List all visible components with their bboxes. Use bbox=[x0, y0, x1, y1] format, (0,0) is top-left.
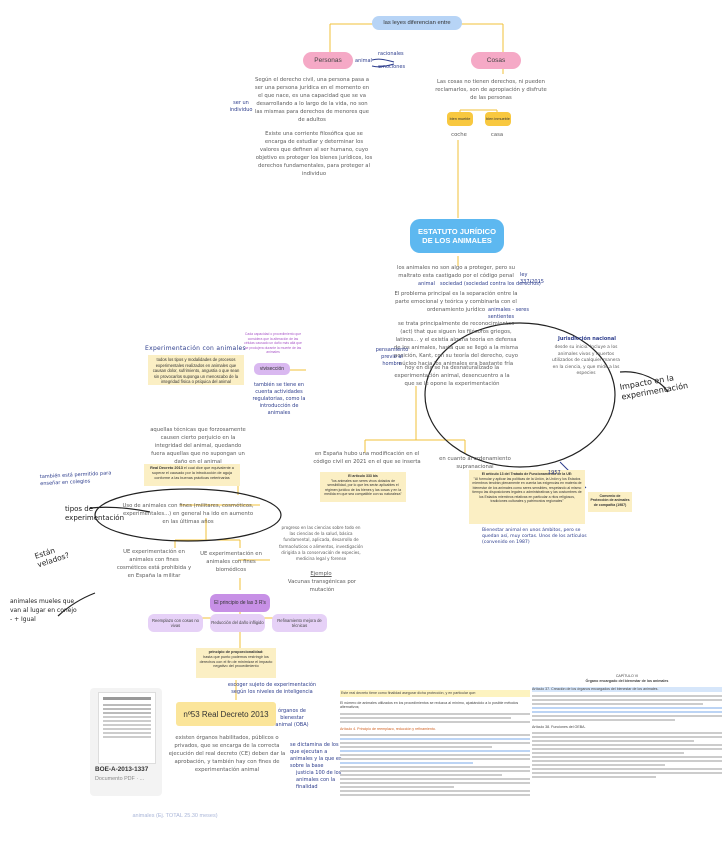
cosas-text: Las cosas no tienen derechos, ni pueden … bbox=[432, 78, 550, 102]
bienestar-text: Bienestar animal en unos ámbitos, pero s… bbox=[482, 528, 597, 546]
boe-document-subtitle: Documento PDF · ... bbox=[95, 776, 144, 782]
animales-muslos-note: animales mueles que van al lugar en cone… bbox=[10, 597, 80, 624]
tfue-note: 1957 bbox=[548, 470, 561, 477]
estatuto-note-society: sociedad (sociedad contra los derechos) bbox=[440, 281, 545, 288]
doc-mid-para2: El número de animales utilizados en los … bbox=[340, 701, 530, 710]
ue-left-text: UE experimentación en animales con fines… bbox=[116, 548, 192, 580]
osa-note: órganos de bienestar animal (OBA) bbox=[274, 708, 310, 729]
experimentacion-box: todos los tipos y modalidades de proceso… bbox=[148, 355, 244, 385]
reemplazo-node: Reemplazo con cosas no vivas bbox=[148, 614, 203, 632]
boe-document-thumbnail bbox=[98, 692, 156, 764]
convenio-box: Convenio de Protección de animales de co… bbox=[588, 492, 632, 512]
escoger-note: escoger sujeto de experimentación según … bbox=[222, 682, 322, 696]
estatuto-node: ESTATUTO JURÍDICO DE LOS ANIMALES bbox=[410, 219, 504, 253]
rd53-node: nº53 Real Decreto 2013 bbox=[176, 702, 276, 726]
doc-right-excerpt: CAPÍTULO VI Órgano encargado del bienest… bbox=[532, 674, 722, 844]
principio-3r-node: El principio de las 3 R's bbox=[210, 594, 270, 612]
jurisdiccion-text: desde su inicio. Incluye a los animales … bbox=[550, 345, 622, 378]
personas-text: Según el derecho civil, una persona pasa… bbox=[252, 76, 372, 124]
bien-inmueble-node: bien inmueble bbox=[485, 112, 511, 126]
tipos-label: tipos de experimentación bbox=[65, 505, 105, 523]
tfue-title: El artículo 13 del Tratado de Funcionami… bbox=[471, 472, 583, 477]
estatuto-text: los animales no son algo a proteger, per… bbox=[392, 264, 520, 280]
desnaturalidad-text: hoy en día se ha desnaturalizado la expe… bbox=[392, 364, 512, 388]
title-node: las leyes diferencian entre bbox=[372, 16, 462, 30]
personas-side-note: ser un individuo bbox=[228, 100, 254, 114]
ordenamiento-text: en cuanto al ordenamiento supranacional bbox=[420, 455, 530, 471]
espana-text: en España hubo una modificación en el có… bbox=[312, 450, 422, 466]
rd-box: Real Decreto 2013 el cual dice que equiv… bbox=[144, 464, 240, 486]
estatuto-note-animal: animal bbox=[418, 281, 435, 288]
problema-note: animales - seres sentientes bbox=[488, 307, 548, 321]
cosas-node: Cosas bbox=[471, 52, 521, 69]
articulo333-text: "los animales son seres vivos dotados de… bbox=[322, 479, 404, 497]
doc-right-art38: Artículo 38. Funciones del OEBA. bbox=[532, 725, 722, 730]
ue-right-text: UE experimentación en animales con fines… bbox=[199, 550, 263, 574]
fines-text: Uso de animales con fines (militares, co… bbox=[120, 502, 256, 526]
refinamiento-node: Refinamiento mejora de técnicas bbox=[272, 614, 327, 632]
doc-right-title: Órgano encargado del bienestar de los an… bbox=[532, 679, 722, 684]
doc-mid-para1: Este real decreto tiene como finalidad a… bbox=[340, 690, 530, 697]
articulo333-box: El artículo 333 bis "los animales son se… bbox=[320, 472, 406, 502]
boe-document-title: BOE-A-2013-1337 bbox=[95, 766, 148, 773]
jurisdiccion-note: Jurisdicción nacional bbox=[552, 336, 622, 343]
proporcionalidad-box: principio de proporcionalidad: hasta que… bbox=[196, 648, 276, 678]
proporcionalidad-text: hasta que punto podemos restringir los d… bbox=[198, 655, 274, 669]
doc-right-art37: Artículo 37. Creación de los órganos enc… bbox=[532, 687, 722, 692]
vivi-note: Cada capacidad o procedimiento que consi… bbox=[244, 332, 302, 355]
ejemplo-label: Ejemplo bbox=[296, 570, 346, 578]
doc-mid-header: Artículo 4. Principio de reemplazo, redu… bbox=[340, 727, 530, 732]
tfue-box: El artículo 13 del Tratado de Funcionami… bbox=[469, 470, 585, 524]
ejemplo-text: Vacunas transgénicas por mutación bbox=[282, 578, 362, 594]
reduccion-node: Reducción del daño infligido bbox=[210, 614, 265, 632]
tecnicas-text: aquellas técnicas que forzosamente cause… bbox=[148, 426, 248, 466]
bien-mueble-node: bien mueble bbox=[447, 112, 473, 126]
doc-middle-excerpt: Este real decreto tiene como finalidad a… bbox=[340, 690, 530, 840]
boe-document-card[interactable]: BOE-A-2013-1337 Documento PDF · ... bbox=[90, 688, 162, 796]
personas-node: Personas bbox=[303, 52, 353, 69]
vivi-side-note: también se tiene en cuenta actividades r… bbox=[248, 382, 310, 417]
personas-branch-emociones: emociones bbox=[378, 64, 405, 71]
vivisection-node: vivisección bbox=[254, 363, 290, 375]
rd53-text: existen órganos habilitados, públicos o … bbox=[168, 734, 286, 774]
rd-box-title: Real Decreto 2013 bbox=[150, 466, 183, 470]
personas-branch-animal: animal bbox=[355, 58, 372, 65]
tfue-text: "Al formular y aplicar las políticas de … bbox=[471, 477, 583, 504]
personas-text2: Existe una corriente filosófica que se e… bbox=[255, 130, 373, 178]
personas-branch-racionales: racionales bbox=[378, 51, 404, 58]
coche-label: coche bbox=[446, 131, 472, 139]
casa-label: casa bbox=[484, 131, 510, 139]
bottom-note: animales (Ej. TOTAL 25.30 meses) bbox=[120, 812, 230, 820]
progreso-text: progreso en las ciencias sobre todo en l… bbox=[278, 525, 364, 562]
